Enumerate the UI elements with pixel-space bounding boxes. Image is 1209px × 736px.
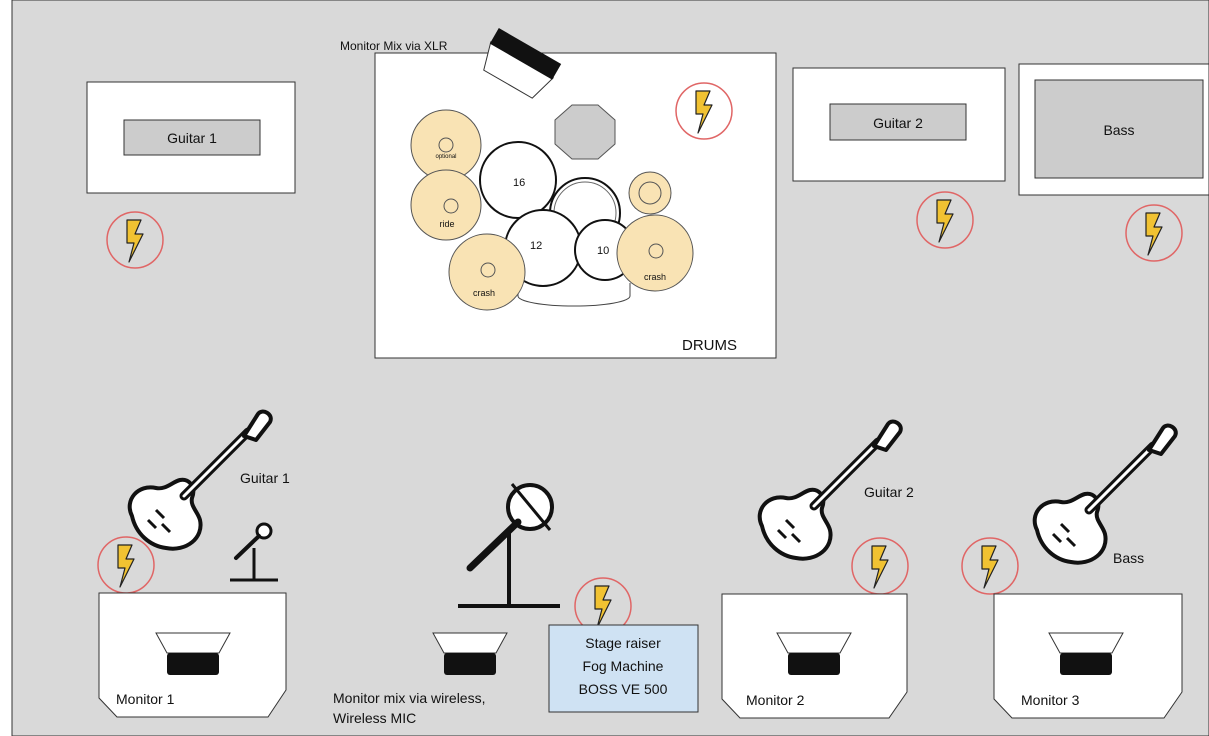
note-line-1: Stage raiser xyxy=(585,635,661,651)
monitor-1: Monitor 1 xyxy=(98,592,287,718)
monitor-xlr-label: Monitor Mix via XLR xyxy=(340,39,448,53)
equipment-note: Stage raiser Fog Machine BOSS VE 500 xyxy=(548,624,699,713)
drums-label: DRUMS xyxy=(682,337,737,354)
microphone-icon xyxy=(230,522,278,582)
guitar1-player-label: Guitar 1 xyxy=(240,470,290,486)
monitor-2: Monitor 2 xyxy=(721,593,908,719)
guitar2-player-label: Guitar 2 xyxy=(864,484,914,500)
note-line-3: BOSS VE 500 xyxy=(579,681,668,697)
svg-text:crash: crash xyxy=(644,272,666,282)
tom-10-label: 10 xyxy=(597,245,609,257)
note-line-2: Fog Machine xyxy=(583,658,664,674)
guitar1-amp-label: Guitar 1 xyxy=(167,130,217,146)
xlr-wedge-icon xyxy=(483,28,562,99)
guitar2-amp-label: Guitar 2 xyxy=(873,115,923,131)
microphone-icon xyxy=(458,483,560,608)
vocal-monitor-label-line1: Monitor mix via wireless, xyxy=(333,690,485,706)
guitar2-amp: Guitar 2 xyxy=(792,67,1006,182)
monitor-3-label: Monitor 3 xyxy=(1021,692,1080,708)
tom-12-label: 12 xyxy=(530,240,542,252)
svg-text:ride: ride xyxy=(439,219,454,229)
monitor-2-label: Monitor 2 xyxy=(746,692,805,708)
svg-text:optional: optional xyxy=(435,154,456,160)
tom-16-label: 16 xyxy=(513,177,525,189)
cymbal-ride: ride xyxy=(410,169,482,241)
vocal-monitor: Monitor mix via wireless, Wireless MIC xyxy=(333,632,508,726)
svg-text:crash: crash xyxy=(473,288,495,298)
drum-kit-icon: 16 12 10 optional ride crash xyxy=(410,104,694,311)
cymbal-crash-left: crash xyxy=(448,233,526,311)
hihat xyxy=(628,171,672,215)
bass-amp-label: Bass xyxy=(1103,122,1134,138)
monitor-3: Monitor 3 xyxy=(993,593,1183,719)
bass-amp: Bass xyxy=(1018,63,1209,196)
cymbal-crash-right: crash xyxy=(616,214,694,292)
vocal-monitor-label-line2: Wireless MIC xyxy=(333,710,416,726)
bass-player-label: Bass xyxy=(1113,550,1144,566)
guitar1-amp: Guitar 1 xyxy=(86,81,296,194)
monitor-1-label: Monitor 1 xyxy=(116,691,175,707)
